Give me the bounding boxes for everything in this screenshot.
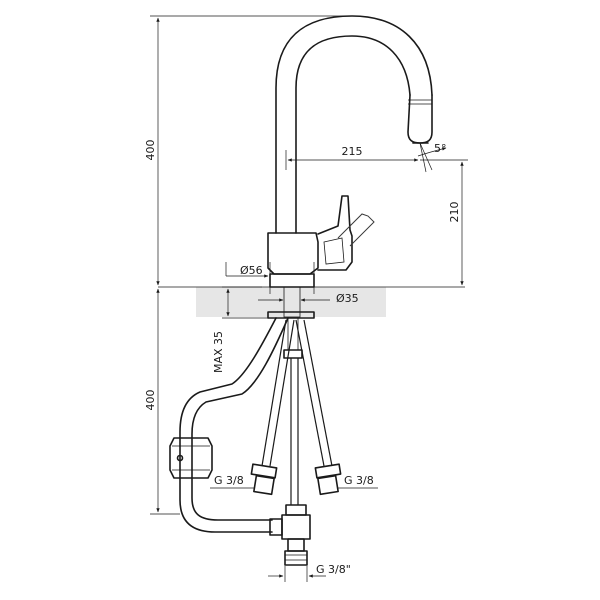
label-swivel-angle: 5° [434,142,447,155]
pullout-hose-loop [179,317,277,533]
pullout-hose-loop-inner [191,317,289,521]
body-block [267,232,319,275]
left-hose-connector [253,474,275,496]
label-outlet-thread: G 3/8" [316,563,351,576]
t-connector-side [269,518,283,536]
right-hose-connector [317,474,339,496]
left-supply-hose [269,319,295,467]
label-spout-height: 210 [448,202,461,223]
hose-counterweight [169,437,213,479]
shank [283,286,301,318]
label-left-thread: G 3/8 [214,474,244,487]
label-counter-thickness: MAX 35 [212,331,225,373]
faucet-body [267,15,433,288]
spout-inner [295,35,411,234]
t-connector-body [281,514,311,540]
outlet-fitting [287,538,305,552]
t-connector-top [285,504,307,516]
lever-detail [323,237,345,265]
outlet-nut [284,550,308,566]
label-height-bottom: 400 [144,390,157,411]
left-hose-nut [250,463,278,479]
under-counter-assembly [169,286,342,566]
weight-screw [176,454,184,462]
dim-angle-arc [417,147,447,157]
base-ring [269,273,315,288]
spout-outer [275,15,433,234]
label-height-top: 400 [144,140,157,161]
lever-handle [317,195,353,271]
label-right-thread: G 3/8 [344,474,374,487]
lever-alt-position [337,213,375,247]
label-hole-diameter: Ø35 [336,292,359,305]
dimension-lines [150,15,468,582]
label-spout-reach: 215 [342,145,363,158]
spray-head [407,94,433,144]
label-base-diameter: Ø56 [240,264,263,277]
mounting-nut [283,349,303,359]
right-supply-hose [303,319,333,467]
right-hose-nut [314,463,342,479]
